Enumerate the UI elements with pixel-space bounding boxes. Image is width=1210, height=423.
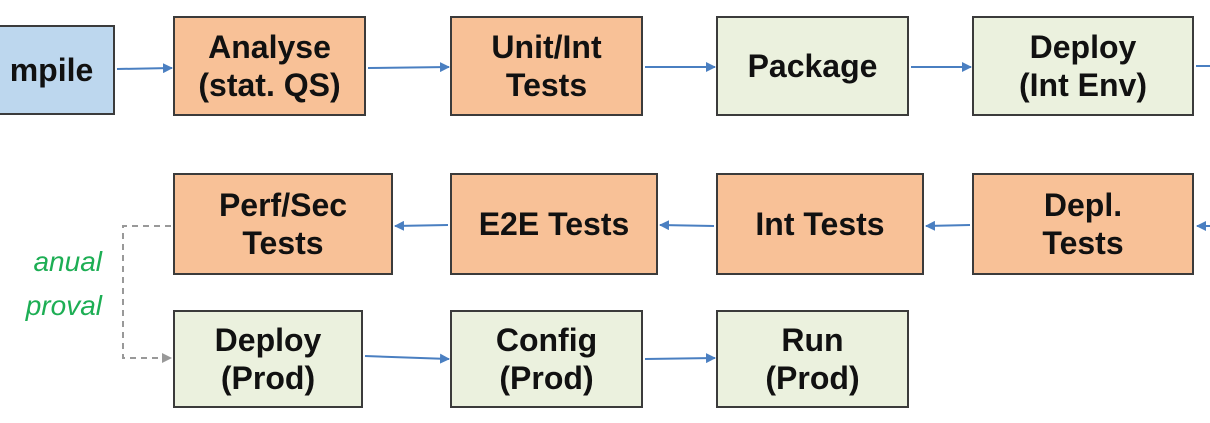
edge-int-tests-to-e2e-tests [659,220,715,231]
unit-int-tests-box: Unit/Int Tests [450,16,643,116]
compile-box: mpile [0,25,115,115]
e2e-tests-box: E2E Tests [450,173,658,275]
edge-depl-tests-to-int-tests [925,220,971,231]
edge-deploy-prod-to-config-prod [364,353,450,364]
deploy-int-env-label: Deploy (Int Env) [1019,29,1147,103]
depl-tests-box: Depl. Tests [972,173,1194,275]
manual-approval-line-2: proval [25,290,102,321]
unit-int-tests-label: Unit/Int Tests [491,29,602,103]
edge-perf-sec-tests-to-deploy-prod [122,225,172,363]
config-prod-label: Config (Prod) [495,322,598,396]
deploy-prod-label: Deploy (Prod) [214,322,322,396]
run-prod-label: Run (Prod) [765,322,860,396]
edge-analyse-to-unit-int-tests [367,62,450,73]
e2e-tests-label: E2E Tests [478,206,630,242]
compile-label: mpile [9,52,94,88]
manual-approval-line-1: anual [33,246,102,277]
depl-tests-label: Depl. Tests [1042,187,1124,261]
edge-config-prod-to-run-prod [644,353,716,364]
perf-sec-tests-label: Perf/Sec Tests [218,187,348,261]
deploy-int-env-box: Deploy (Int Env) [972,16,1194,116]
deploy-prod-box: Deploy (Prod) [173,310,363,408]
package-label: Package [747,48,878,84]
int-tests-label: Int Tests [755,206,885,242]
run-prod-box: Run (Prod) [716,310,909,408]
package-box: Package [716,16,909,116]
manual-approval-note: anual proval [0,240,102,328]
edge-compile-to-analyse [116,63,173,74]
config-prod-box: Config (Prod) [450,310,643,408]
edge-e2e-tests-to-perf-sec-tests [394,220,449,231]
int-tests-box: Int Tests [716,173,924,275]
analyse-box: Analyse (stat. QS) [173,16,366,116]
analyse-label: Analyse (stat. QS) [198,29,341,103]
perf-sec-tests-box: Perf/Sec Tests [173,173,393,275]
